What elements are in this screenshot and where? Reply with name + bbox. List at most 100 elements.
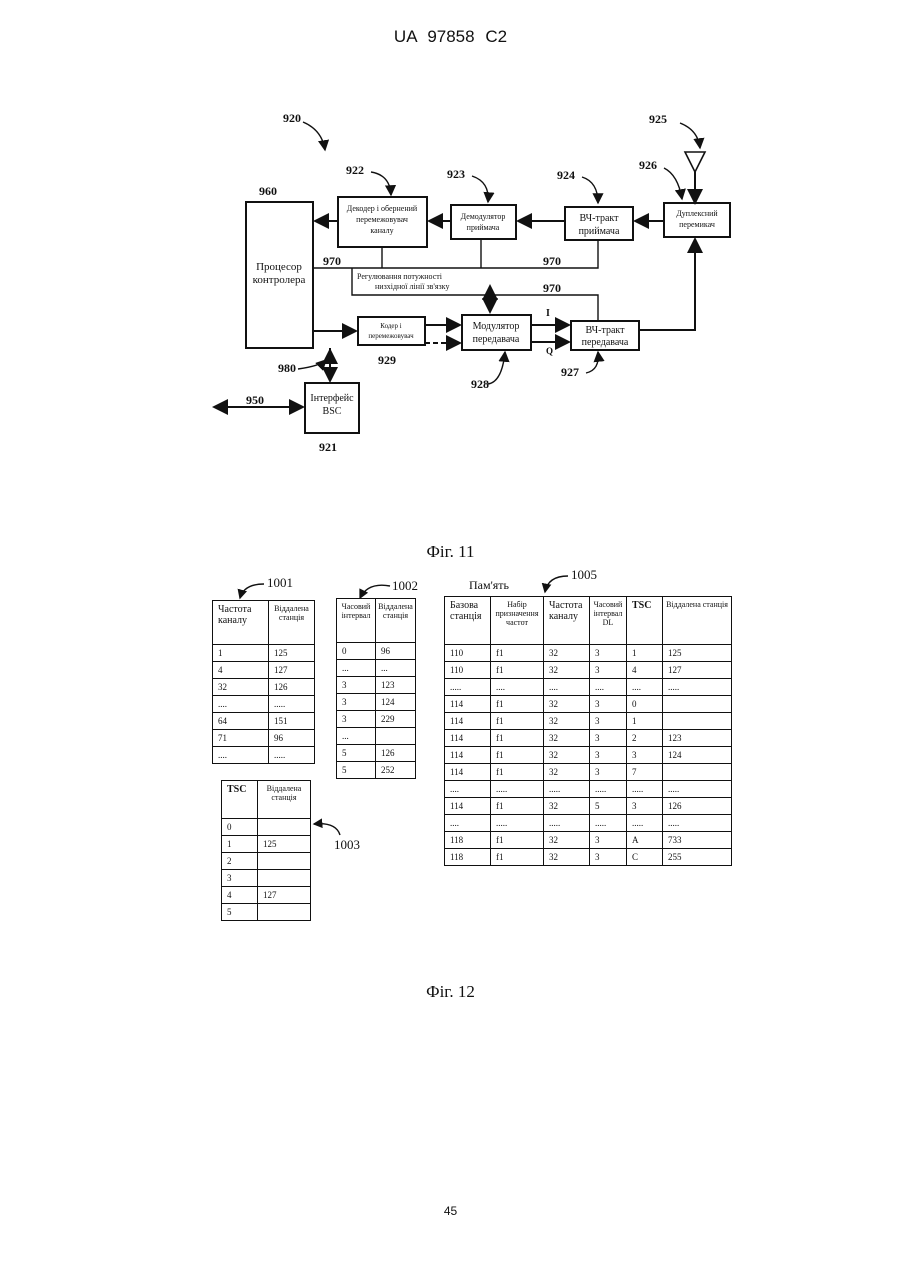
header-dl-time-slot: Часовий інтервал DL bbox=[590, 597, 627, 645]
controller-label-1: Процесор bbox=[256, 261, 302, 273]
rx-rf-label-2: приймача bbox=[579, 226, 620, 237]
cell: A bbox=[627, 832, 663, 849]
header-remote-station: Віддалена станція bbox=[258, 781, 311, 819]
demod-label-2: приймача bbox=[467, 223, 500, 232]
header-remote-station: Віддалена станція bbox=[663, 597, 732, 645]
cell: 32 bbox=[544, 764, 590, 781]
cell: 32 bbox=[213, 679, 269, 696]
cell: 125 bbox=[258, 836, 311, 853]
cell: 32 bbox=[544, 849, 590, 866]
table-header-row: TSC Віддалена станція bbox=[222, 781, 311, 819]
fig11-caption: Фіг. 11 bbox=[0, 542, 901, 562]
cell: f1 bbox=[491, 832, 544, 849]
cell: f1 bbox=[491, 747, 544, 764]
ref-928: 928 bbox=[471, 377, 489, 391]
header-channel-frequency: Частота каналу bbox=[544, 597, 590, 645]
tx-rf-label-1: ВЧ-тракт bbox=[585, 325, 625, 336]
table-row: 3123 bbox=[337, 677, 416, 694]
ref-922: 922 bbox=[346, 163, 364, 177]
ref-929: 929 bbox=[378, 353, 396, 367]
header-remote-station: Віддалена станція bbox=[376, 599, 416, 643]
cell: 118 bbox=[445, 832, 491, 849]
cell: 114 bbox=[445, 747, 491, 764]
table-row: ...... bbox=[337, 660, 416, 677]
cell: ... bbox=[376, 660, 416, 677]
table-row: 096 bbox=[337, 643, 416, 660]
cell: 125 bbox=[269, 645, 315, 662]
cell: 3 bbox=[590, 713, 627, 730]
table-row: ......... bbox=[213, 747, 315, 764]
cell bbox=[258, 904, 311, 921]
cell bbox=[258, 819, 311, 836]
cell: 3 bbox=[590, 849, 627, 866]
bsc-label-1: Інтерфейс bbox=[310, 393, 354, 404]
ref-970-c: 970 bbox=[543, 281, 561, 295]
patent-header: UA 97858 C2 bbox=[0, 27, 901, 47]
cell: 2 bbox=[222, 853, 258, 870]
cell: ..... bbox=[663, 781, 732, 798]
cell: 229 bbox=[376, 711, 416, 728]
coder-label-2: перемежовувач bbox=[368, 332, 414, 340]
cell: 151 bbox=[269, 713, 315, 730]
header-time-slot: Часовий інтервал bbox=[337, 599, 376, 643]
cell: ..... bbox=[590, 815, 627, 832]
antenna-icon bbox=[685, 152, 705, 172]
cell: 3 bbox=[627, 747, 663, 764]
table-row: 114f13231 bbox=[445, 713, 732, 730]
ref-1001: 1001 bbox=[267, 575, 293, 590]
cell: 3 bbox=[590, 764, 627, 781]
controller-label-2: контролера bbox=[253, 274, 306, 286]
table-row: ......... bbox=[213, 696, 315, 713]
demodulator-box bbox=[451, 205, 516, 239]
ref-926: 926 bbox=[639, 158, 657, 172]
table-1003-tsc: TSC Віддалена станція 0 1125 2 3 4127 5 bbox=[221, 780, 311, 921]
cell: 32 bbox=[544, 798, 590, 815]
cell: 3 bbox=[590, 645, 627, 662]
cell bbox=[376, 728, 416, 745]
cell: ..... bbox=[269, 747, 315, 764]
ref-1002: 1002 bbox=[392, 578, 418, 593]
cell: .... bbox=[445, 815, 491, 832]
power-control-label-2: низхідної лінії зв'язку bbox=[375, 282, 449, 291]
header-channel-frequency: Частота каналу bbox=[213, 601, 269, 645]
table-row: 5 bbox=[222, 904, 311, 921]
cell: 32 bbox=[544, 662, 590, 679]
cell: 5 bbox=[222, 904, 258, 921]
table-row: 118f1323C255 bbox=[445, 849, 732, 866]
cell: ... bbox=[337, 728, 376, 745]
cell: 4 bbox=[627, 662, 663, 679]
cell: 1 bbox=[627, 713, 663, 730]
cell: 96 bbox=[269, 730, 315, 747]
cell: 123 bbox=[376, 677, 416, 694]
ref-924: 924 bbox=[557, 168, 575, 182]
fig12-caption: Фіг. 12 bbox=[0, 982, 901, 1002]
table-row: 64151 bbox=[213, 713, 315, 730]
cell: 32 bbox=[544, 747, 590, 764]
cell bbox=[663, 696, 732, 713]
table-row: ............................. bbox=[445, 781, 732, 798]
tx-rf-label-2: передавача bbox=[582, 337, 629, 348]
ref-920: 920 bbox=[283, 111, 301, 125]
cell: 733 bbox=[663, 832, 732, 849]
duplexer-label-2: перемикач bbox=[679, 220, 715, 229]
cell: f1 bbox=[491, 696, 544, 713]
fig11-block-diagram: Процесор контролера 960 Декодер і оберне… bbox=[0, 90, 901, 560]
table-row: 4127 bbox=[213, 662, 315, 679]
table-row: 114f13233124 bbox=[445, 747, 732, 764]
cell bbox=[258, 853, 311, 870]
ref-960: 960 bbox=[259, 184, 277, 198]
cell: ..... bbox=[663, 679, 732, 696]
i-label: I bbox=[546, 308, 550, 319]
ref-970-b: 970 bbox=[543, 254, 561, 268]
cell: 1 bbox=[222, 836, 258, 853]
table-header-row: Часовий інтервал Віддалена станція bbox=[337, 599, 416, 643]
cell: 124 bbox=[376, 694, 416, 711]
cell: ..... bbox=[269, 696, 315, 713]
cell: 110 bbox=[445, 662, 491, 679]
cell: 126 bbox=[663, 798, 732, 815]
table-header-row: Базова станція Набір призначення частот … bbox=[445, 597, 732, 645]
cell: .... bbox=[213, 747, 269, 764]
cell: 124 bbox=[663, 747, 732, 764]
cell: 96 bbox=[376, 643, 416, 660]
table-row: 114f13237 bbox=[445, 764, 732, 781]
